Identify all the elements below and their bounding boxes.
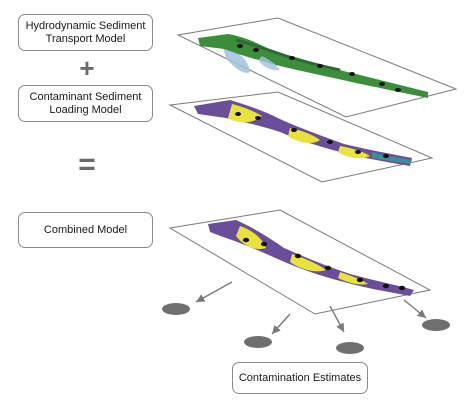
contamination-estimates-label: Contamination Estimates	[238, 371, 362, 384]
plus-operator: +	[79, 53, 95, 83]
hydrodynamic-map-layer	[176, 17, 458, 118]
hydrodynamic-model-label: Hydrodynamic Sediment Transport Model	[25, 19, 146, 45]
combined-model-label: Combined Model	[43, 223, 128, 236]
contamination-estimates-box: Contamination Estimates	[232, 362, 368, 394]
arrow-to-output-3	[329, 305, 345, 333]
contaminant-model-box: Contaminant Sediment Loading Model	[18, 85, 153, 122]
combined-model-box: Combined Model	[18, 212, 153, 248]
arrow-to-output-1	[195, 281, 233, 303]
arrow-to-output-4	[403, 299, 427, 319]
contaminant-map-layer	[168, 91, 434, 183]
output-ellipse-3	[336, 342, 364, 354]
contam-markers	[235, 112, 389, 158]
output-ellipse-1	[162, 303, 190, 315]
equals-operator: =	[78, 148, 96, 181]
combined-markers	[242, 237, 406, 291]
hydro-markers	[237, 44, 401, 92]
output-ellipse-2	[244, 336, 272, 348]
hydrodynamic-model-box: Hydrodynamic Sediment Transport Model	[18, 14, 153, 51]
combined-map-layer	[168, 209, 432, 315]
contaminant-model-label: Contaminant Sediment Loading Model	[29, 90, 142, 116]
hydro-river-light	[222, 44, 250, 73]
output-ellipse-4	[422, 319, 450, 331]
arrow-to-output-2	[271, 313, 291, 335]
output-ellipses	[162, 303, 450, 354]
output-arrows	[195, 281, 427, 335]
